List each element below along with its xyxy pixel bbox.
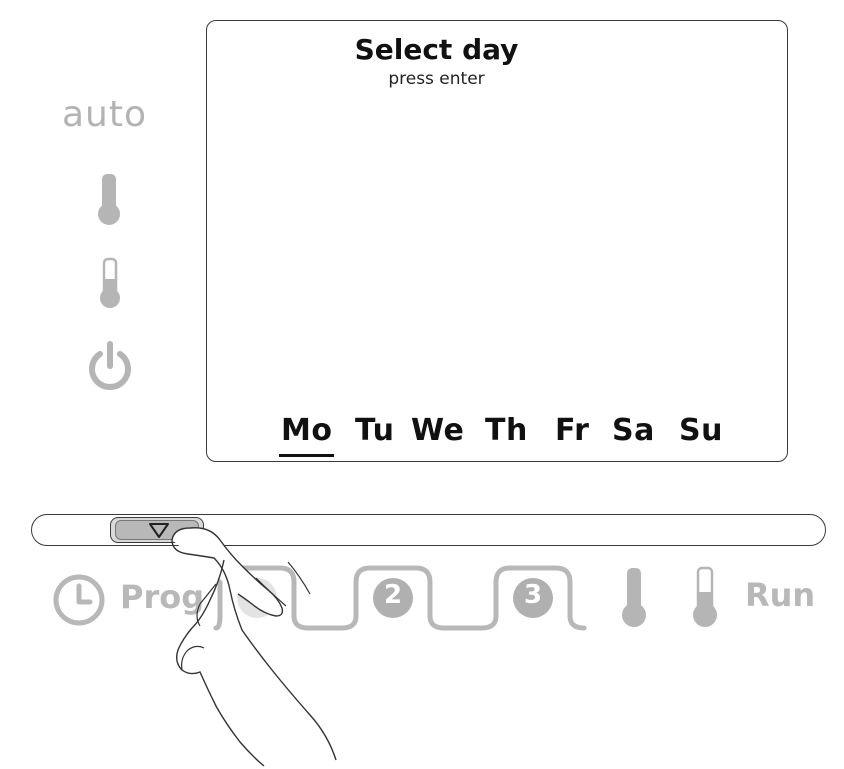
eco-temperature-bottom-icon[interactable] [688,566,722,630]
day-tuesday[interactable]: Tu [355,413,395,448]
slider-track[interactable] [31,514,826,546]
day-monday[interactable]: Mo [278,413,335,457]
screen-subtitle: press enter [388,69,485,89]
mode-auto-label: auto [62,94,148,135]
prog-label[interactable]: Prog [120,578,205,616]
comfort-temperature-bottom-icon[interactable] [617,566,651,630]
period-2-label[interactable]: 2 [383,580,403,610]
day-selector: Mo Tu We Th Fr Sa Su [275,413,745,457]
comfort-temperature-icon [98,174,120,225]
eco-temperature-icon [100,257,120,308]
down-triangle-icon [149,523,169,538]
screen-title: Select day [354,33,519,66]
run-label[interactable]: Run [745,576,816,614]
day-wednesday[interactable]: We [411,413,465,448]
day-friday[interactable]: Fr [555,413,590,448]
day-sunday[interactable]: Su [679,413,723,448]
day-thursday[interactable]: Th [485,413,528,448]
day-saturday[interactable]: Sa [612,413,655,448]
clock-icon[interactable] [52,573,106,627]
lcd-screen: Select day press enter Mo Tu We Th Fr Sa… [206,20,788,462]
hand-pointer-icon [171,527,337,767]
power-icon [89,341,131,390]
period-3-label[interactable]: 3 [523,580,543,610]
